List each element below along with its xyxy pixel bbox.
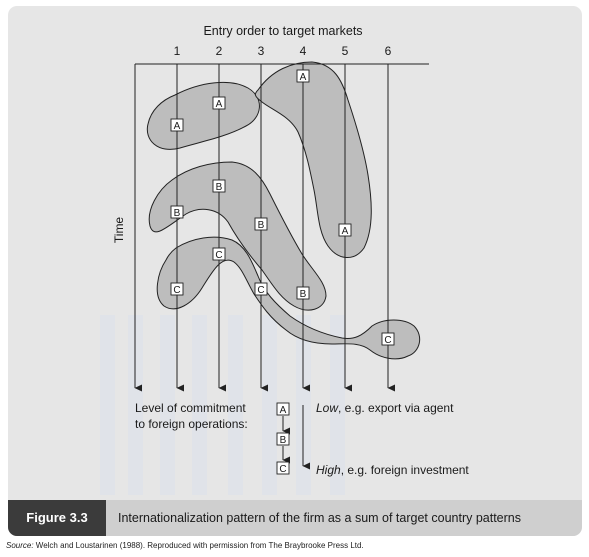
marker-b-col2: B [212,179,226,193]
marker-b-col3: B [254,217,268,231]
source-note: Source: Welch and Loustarinen (1988). Re… [6,541,364,550]
column-label-3: 3 [258,44,265,58]
svg-text:C: C [215,250,222,261]
legend-marker-c: C [276,461,290,475]
column-label-5: 5 [342,44,349,58]
svg-text:B: B [280,435,287,446]
marker-c-col3: C [254,282,268,296]
market-pattern-a [146,81,260,150]
figure-caption: Internationalization pattern of the firm… [118,511,521,525]
svg-text:C: C [279,464,286,475]
marker-a-col1: A [170,118,184,132]
marker-a-col4: A [296,69,310,83]
marker-b-col4: B [296,286,310,300]
low-commitment-label: Low, e.g. export via agent [316,401,454,415]
column-label-1: 1 [174,44,181,58]
commitment-label-line2: to foreign operations: [135,417,248,431]
svg-text:C: C [173,285,180,296]
legend-marker-a: A [276,402,290,416]
marker-c-col1: C [170,282,184,296]
source-text: Welch and Loustarinen (1988). Reproduced… [33,541,364,550]
svg-text:C: C [384,335,391,346]
chart-title: Entry order to target markets [203,24,362,38]
svg-text:A: A [300,72,307,83]
svg-text:A: A [342,226,349,237]
market-pattern-b [148,161,327,311]
svg-text:A: A [174,121,181,132]
marker-a-col2: A [212,96,226,110]
commitment-label-line1: Level of commitment [135,401,246,415]
svg-text:A: A [280,405,287,416]
column-label-4: 4 [300,44,307,58]
legend-marker-b: B [276,432,290,446]
svg-text:C: C [257,285,264,296]
figure-number: Figure 3.3 [8,500,106,536]
market-pattern-c [156,236,421,360]
svg-text:A: A [216,99,223,110]
svg-text:B: B [174,208,181,219]
column-label-6: 6 [385,44,392,58]
marker-b-col1: B [170,205,184,219]
market-pattern-a-extension [254,61,372,258]
svg-text:B: B [216,182,223,193]
marker-a-col5: A [338,223,352,237]
source-label: Source: [6,541,34,550]
column-label-2: 2 [216,44,223,58]
svg-text:B: B [300,289,307,300]
svg-text:B: B [258,220,265,231]
time-axis-label: Time [112,217,126,244]
background-bars [100,315,345,495]
high-commitment-label: High, e.g. foreign investment [316,463,469,477]
marker-c-col6: C [381,332,395,346]
marker-c-col2: C [212,247,226,261]
